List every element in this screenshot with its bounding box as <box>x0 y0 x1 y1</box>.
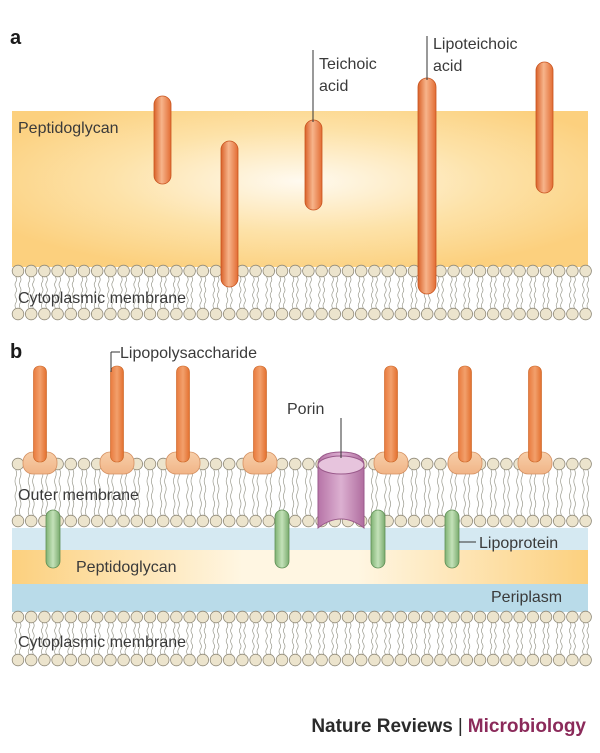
lipoteichoic-acid-label: Lipoteichoic acid <box>433 36 522 75</box>
lipopolysaccharide <box>99 365 135 475</box>
peptidoglycan-label-a: Peptidoglycan <box>18 120 119 137</box>
lipoteichoic-acid-rod <box>220 140 239 288</box>
panel-a-letter: a <box>10 27 22 49</box>
lipopolysaccharide <box>22 365 58 475</box>
teichoic-acid-rod <box>153 95 172 185</box>
lipopolysaccharide-label: Lipopolysaccharide <box>120 345 257 362</box>
publisher-name: Nature Reviews <box>311 716 453 737</box>
panel-b: b Porin Lipopolysaccharide Outer membran… <box>10 341 592 667</box>
lipoprotein-label: Lipoprotein <box>479 535 558 552</box>
porin-label: Porin <box>287 401 324 418</box>
lipid-tails <box>14 622 589 655</box>
lipopolysaccharide <box>517 365 553 475</box>
panel-a: a Peptidoglycan Cytoplasmic membrane Tei… <box>10 27 592 321</box>
lipoprotein <box>370 509 386 569</box>
lipoteichoic-acid-rod <box>417 77 437 295</box>
peptidoglycan-layer-b <box>12 550 588 584</box>
peptidoglycan-label-b: Peptidoglycan <box>76 559 177 576</box>
periplasm-label: Periplasm <box>491 589 562 606</box>
peptidoglycan-layer-a <box>12 111 588 267</box>
teichoic-acid-rod <box>304 119 323 211</box>
lipid-heads <box>11 610 592 667</box>
lipopolysaccharide <box>373 365 409 475</box>
lipid-tails <box>14 276 589 309</box>
lipoprotein <box>444 509 460 569</box>
periplasm-layer <box>12 584 588 612</box>
lipopolysaccharide-group <box>22 365 553 475</box>
panel-b-letter: b <box>10 341 22 363</box>
periplasm-space-upper <box>12 528 588 550</box>
lipoprotein <box>45 509 61 569</box>
outer-membrane-label: Outer membrane <box>18 487 139 504</box>
lipoprotein <box>274 509 290 569</box>
cytoplasmic-membrane-label-a: Cytoplasmic membrane <box>18 290 186 307</box>
journal-credit: Nature Reviews|Microbiology <box>311 716 586 738</box>
journal-name: Microbiology <box>467 716 586 737</box>
cytoplasmic-membrane-b <box>11 610 592 667</box>
teichoic-acid-rod <box>535 61 554 194</box>
lipopolysaccharide <box>447 365 483 475</box>
lipopolysaccharide <box>165 365 201 475</box>
teichoic-acid-label: Teichoic acid <box>319 56 381 95</box>
lipopolysaccharide <box>242 365 278 475</box>
cytoplasmic-membrane-label-b: Cytoplasmic membrane <box>18 634 186 651</box>
porin <box>317 451 365 530</box>
credit-separator: | <box>457 716 463 737</box>
